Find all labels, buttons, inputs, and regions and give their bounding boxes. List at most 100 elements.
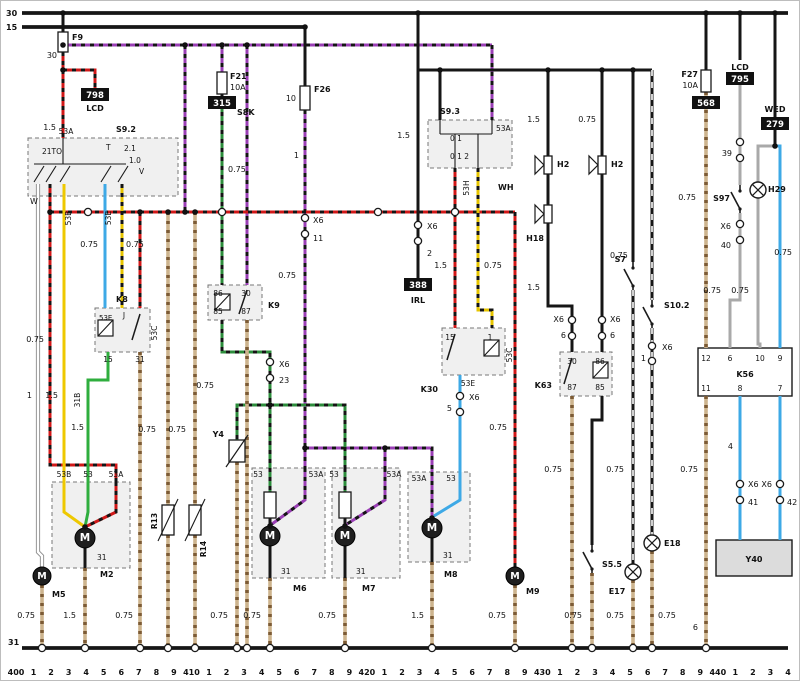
- box-s9-3: [427, 119, 513, 169]
- track-number: 7: [662, 668, 668, 677]
- junction-dot: [302, 24, 308, 30]
- fuse: [57, 31, 69, 53]
- ref-tag-568: 568: [697, 99, 715, 109]
- label: 11: [701, 384, 711, 393]
- label: 30: [241, 289, 251, 298]
- label: H29: [768, 185, 786, 194]
- wire: [84, 482, 118, 529]
- switch-s10-2: [650, 304, 654, 308]
- wire: [83, 482, 90, 528]
- label: 1: [641, 354, 646, 363]
- wire: [346, 468, 387, 526]
- label: S9.2: [116, 125, 136, 134]
- connector-ring: [413, 236, 423, 246]
- junction-dot: [342, 523, 348, 529]
- box-m7-unit: [331, 467, 401, 579]
- label: 40: [721, 241, 731, 250]
- switch-s97: [738, 207, 742, 211]
- label: 53C: [150, 326, 159, 341]
- label: 53: [83, 470, 93, 479]
- junction-dot: [137, 209, 143, 215]
- track-number: 430: [534, 668, 551, 677]
- junction-dot: [82, 524, 88, 530]
- wire: [756, 144, 775, 182]
- track-number: 400: [8, 668, 25, 677]
- label: 0.75: [731, 286, 749, 295]
- label: 0 1: [450, 134, 462, 143]
- label: E18: [664, 539, 681, 548]
- label: Y40: [745, 555, 763, 564]
- label: WH: [498, 183, 514, 192]
- label: 1.5: [434, 261, 447, 270]
- label: X6: [469, 393, 480, 402]
- label: 6: [728, 354, 733, 363]
- track-number: 6: [469, 668, 475, 677]
- fuse: [299, 85, 311, 111]
- label: 1.5: [397, 131, 410, 140]
- label: 15: [103, 355, 113, 364]
- label: 53A: [109, 470, 125, 479]
- label: 4: [728, 442, 733, 451]
- track-number: 5: [627, 668, 633, 677]
- motor-m5: M: [37, 571, 46, 582]
- label: 11: [313, 234, 323, 243]
- label: M8: [444, 570, 458, 579]
- junction-dot: [165, 209, 171, 215]
- label: 10: [286, 94, 296, 103]
- junction-dot: [219, 42, 225, 48]
- track-number: 3: [592, 668, 598, 677]
- label: S7: [615, 255, 626, 264]
- label: M6: [293, 584, 307, 593]
- track-number: 6: [294, 668, 300, 677]
- label: 53E: [461, 379, 476, 388]
- connector-ring: [735, 137, 745, 147]
- label: 1.5: [63, 611, 76, 620]
- connector-ring: [163, 643, 173, 653]
- label: 0.75: [243, 611, 261, 620]
- label: 53A: [309, 470, 325, 479]
- label: 1.5: [71, 423, 84, 432]
- label: 1.5: [43, 123, 56, 132]
- label: Y4: [212, 430, 225, 439]
- relay-contact: [446, 333, 456, 361]
- label: 0.75: [138, 425, 156, 434]
- wire: [756, 198, 762, 348]
- label: 1.5: [527, 283, 540, 292]
- label: X6: [748, 480, 759, 489]
- junction-dot: [302, 445, 308, 451]
- motor-m9: M: [510, 571, 519, 582]
- relay-contact: [563, 357, 573, 385]
- switch-s5-5: [590, 549, 594, 553]
- track-number: 4: [434, 668, 440, 677]
- track-number: 3: [241, 668, 247, 677]
- track-number: 9: [347, 668, 353, 677]
- track-number: 440: [709, 668, 726, 677]
- wire: [36, 184, 44, 567]
- connector-ring: [83, 207, 93, 217]
- label: 53B: [57, 470, 72, 479]
- ref-tag-315: 315: [213, 99, 231, 109]
- label: 0.75: [210, 611, 228, 620]
- junction-dot: [182, 42, 188, 48]
- junction-dot: [429, 515, 435, 521]
- label: S10.2: [664, 301, 690, 310]
- connector-ring: [455, 407, 465, 417]
- fuse: [216, 71, 228, 95]
- ref-tag-798: 798: [86, 91, 104, 101]
- relay-contact: [238, 289, 248, 315]
- track-number: 8: [329, 668, 335, 677]
- connector-ring: [735, 219, 745, 229]
- label: 53: [446, 474, 456, 483]
- label: 0.75: [578, 115, 596, 124]
- track-number: 8: [154, 668, 160, 677]
- track-number: 2: [224, 668, 230, 677]
- track-number: 3: [768, 668, 774, 677]
- label: LCD: [86, 104, 104, 113]
- label: 0.75: [278, 271, 296, 280]
- track-number: 5: [101, 668, 107, 677]
- label: 0.75: [606, 611, 624, 620]
- connector-ring: [373, 207, 383, 217]
- track-number: 2: [48, 668, 54, 677]
- label: K9: [268, 301, 280, 310]
- box-y40: [715, 539, 793, 577]
